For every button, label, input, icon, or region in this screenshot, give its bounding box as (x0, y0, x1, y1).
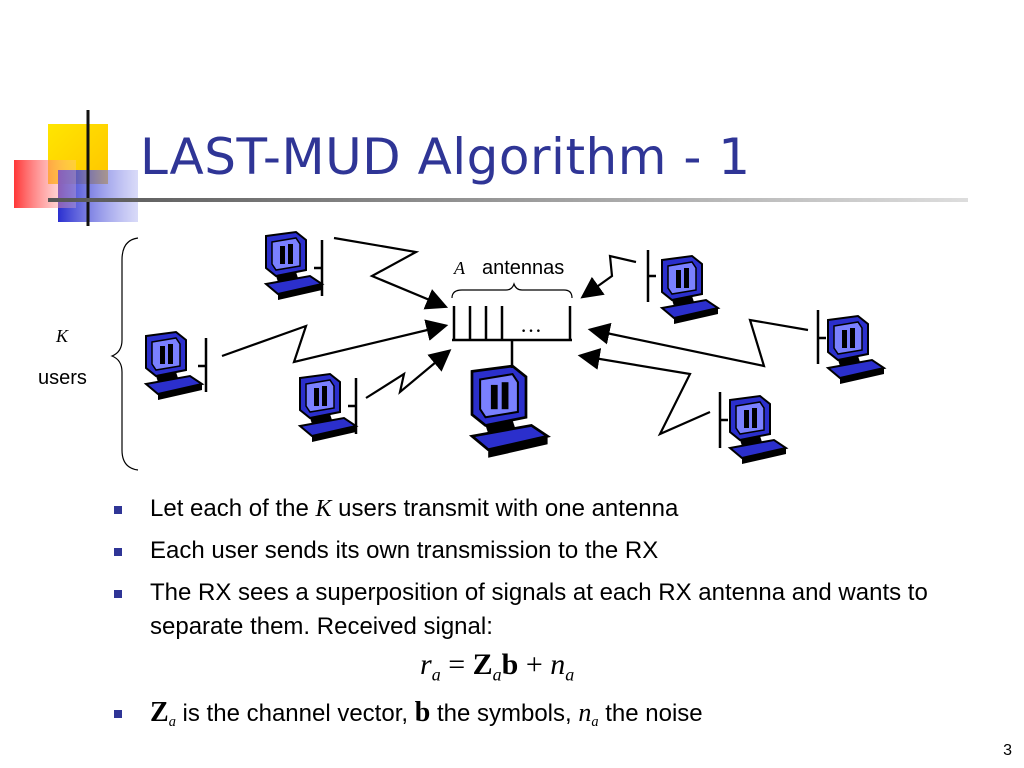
antenna-array-icon (452, 306, 572, 368)
bullet-list: Let each of the K users transmit with on… (112, 492, 992, 747)
computer-icon (661, 255, 719, 325)
computer-icon (729, 395, 787, 465)
bullet-icon (114, 590, 122, 598)
antenna-ellipsis: … (520, 312, 542, 337)
computer-icon (299, 373, 357, 443)
received-signal-equation: ra = Zab + na (420, 648, 575, 685)
bullet-icon (114, 710, 122, 718)
list-item: Za is the channel vector, b the symbols,… (112, 696, 992, 739)
page-number: 3 (1003, 742, 1012, 759)
bullet-icon (114, 506, 122, 514)
page-title: LAST-MUD Algorithm - 1 (140, 128, 751, 186)
antennas-var: A (453, 258, 466, 278)
computer-icon (470, 364, 549, 460)
users-label: users (38, 367, 87, 389)
computer-icon (827, 315, 885, 385)
list-item: Let each of the K users transmit with on… (112, 492, 992, 526)
var-K: K (315, 496, 332, 522)
mimo-diagram: … A antennas K users (38, 231, 885, 471)
title-rule (48, 198, 968, 202)
list-item: The RX sees a superposition of signals a… (112, 576, 992, 644)
computer-icon (145, 331, 203, 401)
users-brace (110, 237, 139, 471)
antennas-label: antennas (482, 257, 564, 279)
antenna-icon (198, 240, 826, 448)
lightning-link-icon (221, 236, 809, 437)
list-item: Each user sends its own transmission to … (112, 534, 992, 568)
users-var: K (55, 326, 69, 346)
antennas-brace (451, 282, 573, 299)
bullet-icon (114, 548, 122, 556)
computer-icon (265, 231, 323, 301)
